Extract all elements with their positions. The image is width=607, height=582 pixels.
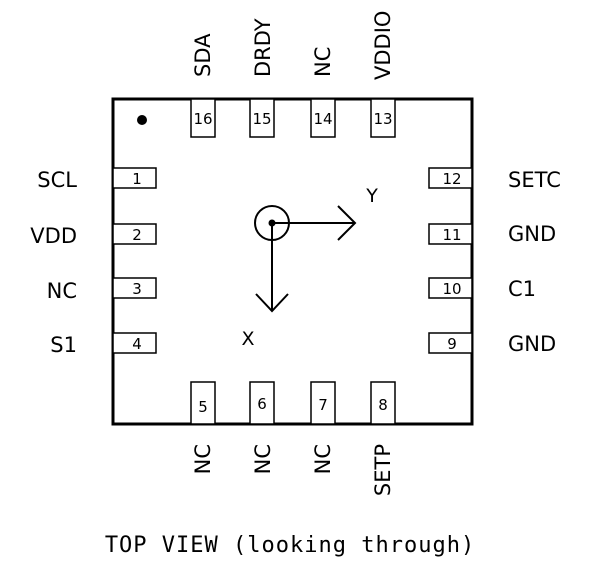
pin-number: 8	[378, 396, 388, 414]
pin-number: 3	[132, 280, 142, 298]
pin-name: NC	[311, 444, 335, 474]
right-pins: 12 SETC 11 GND 10 C1 9 GND	[428, 167, 561, 356]
pin-name: VDD	[30, 224, 77, 248]
axis-indicator: Y X	[241, 185, 378, 350]
pin-14: 14 NC	[310, 47, 336, 138]
pin-pad	[249, 98, 275, 138]
pin-15: 15 DRDY	[249, 18, 275, 138]
pin-4: 4 S1	[50, 332, 157, 357]
pin-pad	[190, 98, 216, 138]
pin-name: GND	[508, 332, 556, 356]
pin-name: S1	[50, 333, 77, 357]
pin-10: 10 C1	[428, 277, 536, 301]
pin-13: 13 VDDIO	[370, 11, 396, 138]
pin-name: SETP	[371, 444, 395, 496]
pin-name: SDA	[191, 33, 215, 77]
pin-number: 5	[198, 398, 208, 416]
pin-number: 15	[252, 110, 271, 128]
pin-name: NC	[47, 279, 77, 303]
pin-pad	[428, 332, 473, 354]
package-outline	[111, 97, 474, 426]
top-pins: 16 SDA 15 DRDY 14 NC 13 VDDIO	[190, 11, 396, 138]
pin-pad	[428, 167, 473, 189]
pin-12: 12 SETC	[428, 167, 561, 192]
pin-number: 1	[132, 170, 142, 188]
pin-name: NC	[251, 444, 275, 474]
pin-1: 1 SCL	[37, 167, 157, 192]
pin-number: 10	[442, 280, 461, 298]
pin-pad	[112, 167, 157, 189]
y-axis-arrowhead-icon	[337, 205, 357, 241]
pin-name: C1	[508, 277, 536, 301]
bottom-pins: 5 NC 6 NC 7 NC 8 SETP	[190, 381, 396, 496]
pin-number: 2	[132, 226, 142, 244]
view-caption: TOP VIEW (looking through)	[105, 533, 475, 558]
left-pins: 1 SCL 2 VDD 3 NC 4 S1	[30, 167, 157, 357]
pin1-marker-dot	[137, 115, 147, 125]
pin-name: NC	[311, 47, 335, 77]
pin-pad	[112, 332, 157, 354]
pin-9: 9 GND	[428, 332, 556, 356]
pin-2: 2 VDD	[30, 223, 157, 248]
y-axis-label: Y	[365, 185, 378, 207]
pin-number: 9	[447, 335, 457, 353]
pin-number: 4	[132, 335, 142, 353]
pin-number: 13	[373, 110, 392, 128]
pin-name: SCL	[37, 168, 77, 192]
pin-pad	[249, 381, 275, 425]
pin-11: 11 GND	[428, 222, 556, 246]
pin-number: 14	[313, 110, 332, 128]
pin-6: 6 NC	[249, 381, 275, 474]
pin-name: NC	[191, 444, 215, 474]
pin-number: 7	[318, 396, 328, 414]
pin-pad	[112, 277, 157, 299]
pin-number: 16	[193, 110, 212, 128]
pin-name: VDDIO	[371, 11, 395, 80]
x-axis-label: X	[241, 328, 254, 350]
pin-pad	[112, 223, 157, 245]
pin-name: GND	[508, 222, 556, 246]
pin-8: 8 SETP	[370, 381, 396, 496]
pin-16: 16 SDA	[190, 33, 216, 138]
pin-pad	[190, 381, 216, 425]
pin-pad	[428, 277, 473, 299]
x-axis-arrowhead-icon	[255, 293, 289, 313]
pin-3: 3 NC	[47, 277, 157, 303]
pin-number: 12	[442, 170, 461, 188]
pin-number: 11	[442, 226, 461, 244]
pin-5: 5 NC	[190, 381, 216, 474]
pin-pad	[310, 98, 336, 138]
pin-name: DRDY	[251, 18, 275, 77]
pin-pad	[310, 381, 336, 425]
pin-pad	[370, 381, 396, 425]
pin-name: SETC	[508, 168, 561, 192]
pin-pad	[428, 223, 473, 245]
pin-number: 6	[257, 395, 267, 413]
pin-7: 7 NC	[310, 381, 336, 474]
pin-pad	[370, 98, 396, 138]
